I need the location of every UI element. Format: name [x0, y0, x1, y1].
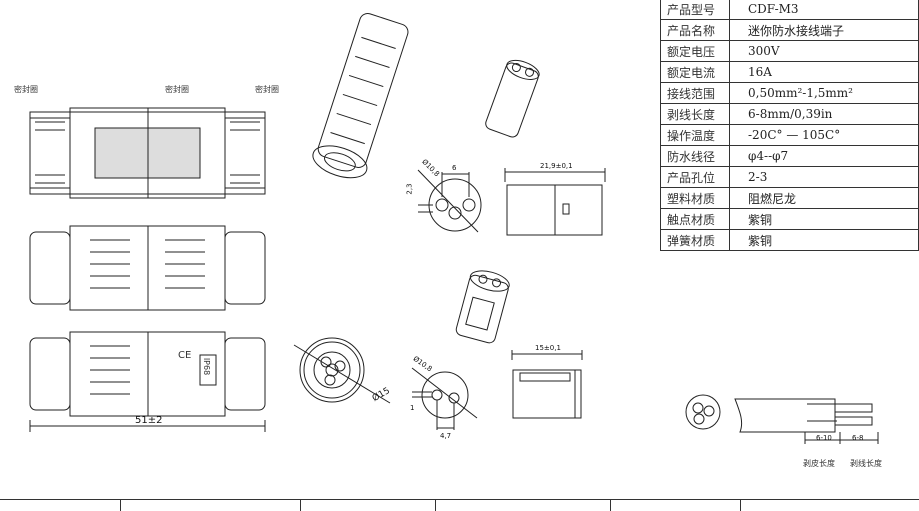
dim-strip1: 6-10: [816, 434, 832, 442]
connector-3d: [312, 13, 409, 179]
front-view-2hole: [411, 367, 478, 430]
seal-label-mid: 密封圈: [165, 85, 189, 94]
dim-h23: 2,3: [405, 183, 414, 195]
spec-row: 触点材质紫铜: [660, 208, 919, 230]
spec-key: 额定电流: [660, 61, 730, 83]
spec-row: 塑料材质阻燃尼龙: [660, 187, 919, 209]
spec-value: 紫铜: [729, 208, 919, 230]
spec-key: 弹簧材质: [660, 229, 730, 251]
spec-key: 接线范围: [660, 82, 730, 104]
spec-key: 产品名称: [660, 19, 730, 41]
spec-value: 0,50mm²-1,5mm²: [729, 82, 919, 104]
seal-label-left: 密封圈: [14, 85, 38, 94]
spec-key: 操作温度: [660, 124, 730, 146]
dim-strip2: 6-8: [852, 434, 864, 442]
ce-mark: CE: [178, 350, 192, 361]
spec-value: 阻燃尼龙: [729, 187, 919, 209]
sheath-strip-label: 剥皮长度: [803, 459, 835, 468]
spec-key: 触点材质: [660, 208, 730, 230]
side-rect-b: [511, 350, 583, 419]
spec-value: 16A: [729, 61, 919, 83]
spec-value: 6-8mm/0,39in: [729, 103, 919, 125]
cable-diagram: [685, 394, 879, 444]
side-rect-a: [504, 168, 606, 236]
spec-row: 操作温度-20C° — 105C°: [660, 124, 919, 146]
wire-strip-label: 剥线长度: [850, 459, 882, 468]
dim-l219: 21,9±0,1: [540, 162, 573, 170]
section-view: [29, 107, 266, 199]
spec-key: 塑料材质: [660, 187, 730, 209]
spec-key: 剥线长度: [660, 103, 730, 125]
dim-h1: 1: [410, 404, 415, 412]
dim-l15: 15±0,1: [535, 344, 561, 352]
spec-key: 额定电压: [660, 40, 730, 62]
spec-row: 弹簧材质紫铜: [660, 229, 919, 251]
front-view-d15: [293, 337, 391, 404]
spec-key: 防水线径: [660, 145, 730, 167]
side-view: [29, 225, 266, 311]
spec-value: -20C° — 105C°: [729, 124, 919, 146]
spec-value: CDF-M3: [729, 0, 919, 20]
insert-3d-a: [485, 59, 540, 138]
spec-value: 迷你防水接线端子: [729, 19, 919, 41]
ip68-mark: IP68: [202, 357, 212, 376]
length-dim: 51±2: [135, 415, 163, 426]
title-block-border: [0, 499, 919, 511]
seal-label-right: 密封圈: [255, 85, 279, 94]
front-view-3hole: [417, 169, 482, 233]
spec-key: 产品型号: [660, 0, 730, 20]
spec-row: 产品名称迷你防水接线端子: [660, 19, 919, 41]
bottom-view: [29, 331, 266, 432]
spec-value: 紫铜: [729, 229, 919, 251]
insert-3d-b: [455, 270, 510, 344]
spec-value: φ4--φ7: [729, 145, 919, 167]
dim-w47: 4,7: [440, 432, 452, 440]
spec-value: 300V: [729, 40, 919, 62]
spec-key: 产品孔位: [660, 166, 730, 188]
spec-value: 2-3: [729, 166, 919, 188]
dim-w6: 6: [452, 164, 457, 172]
